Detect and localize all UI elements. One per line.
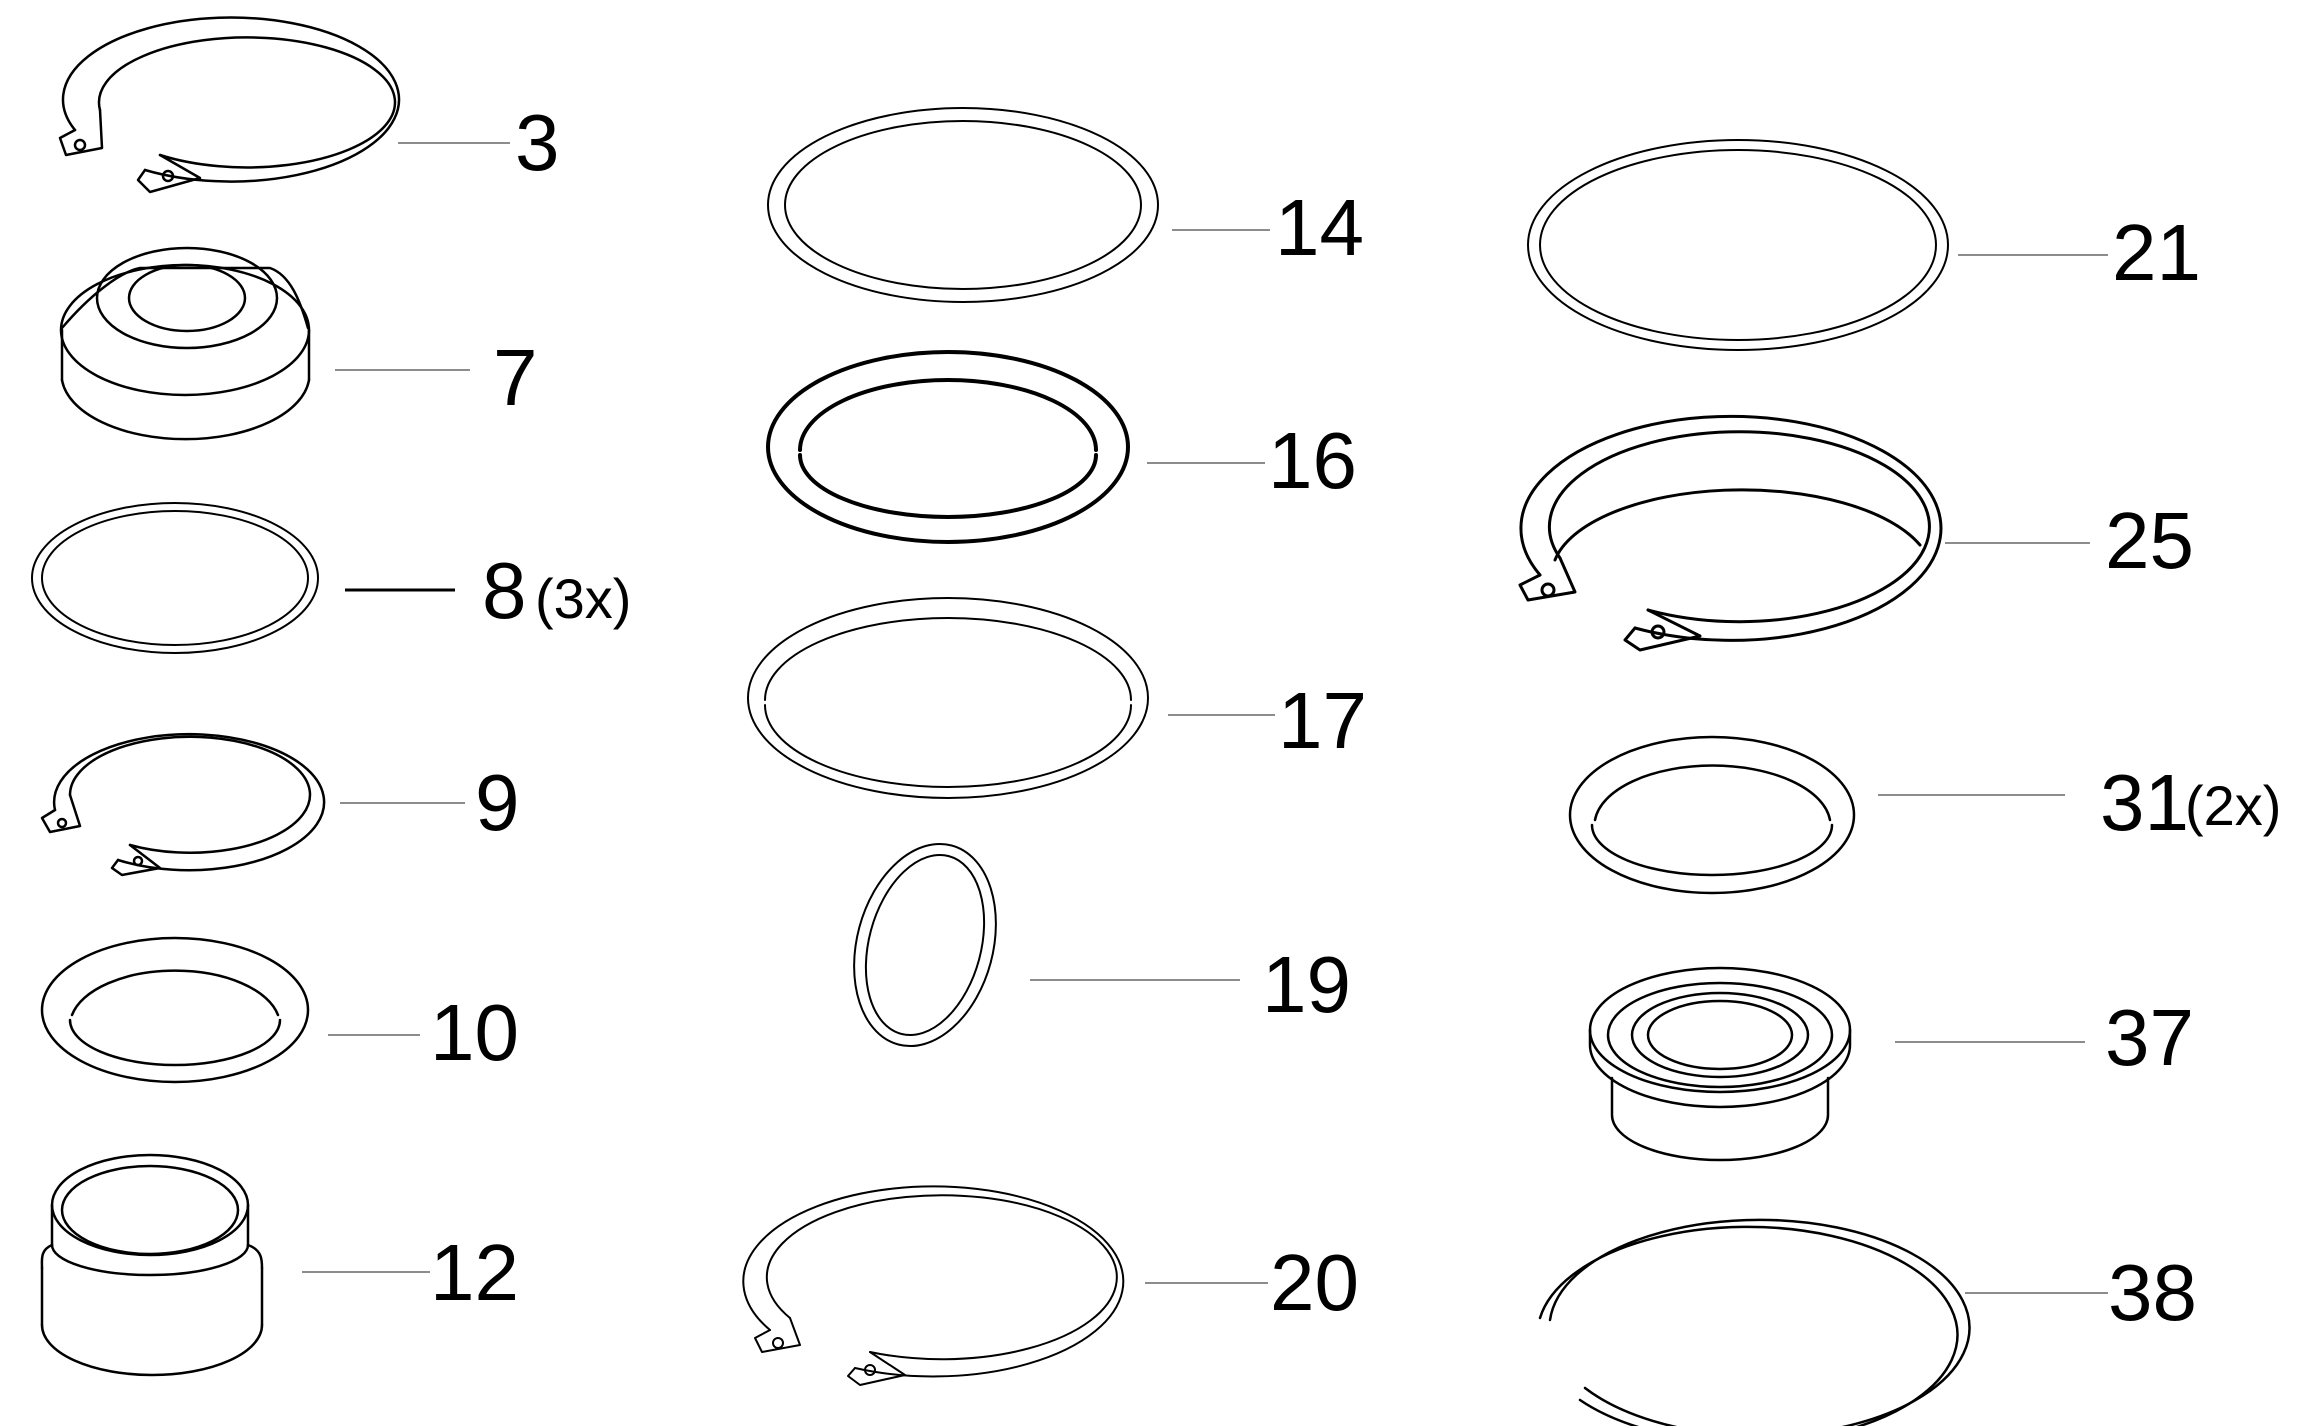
retaining-ring-part-25 (1518, 414, 1943, 652)
ring-part-14 (767, 107, 1159, 303)
part-label-7: 7 (493, 333, 538, 422)
part-label-19: 19 (1262, 940, 1351, 1029)
part-label-3: 3 (515, 98, 560, 187)
wire-ring-part-38 (1538, 1218, 1971, 1426)
part-labels: 3 7 8 (3x) 9 10 12 14 16 17 19 20 21 25 … (430, 98, 2281, 1337)
part-label-10: 10 (430, 988, 519, 1077)
leader-lines (302, 142, 2108, 1294)
ring-part-8 (31, 502, 319, 654)
thick-ring-part-16 (766, 350, 1130, 544)
part-label-31: 31 (2100, 758, 2189, 847)
part-label-8: 8 (482, 546, 527, 635)
part-label-9: 9 (475, 758, 520, 847)
washer-part-31 (1568, 735, 1856, 895)
part-label-37: 37 (2105, 993, 2194, 1082)
part-qty-31: (2x) (2185, 774, 2281, 837)
part-label-16: 16 (1268, 416, 1357, 505)
ring-part-17 (747, 597, 1149, 799)
part-label-20: 20 (1270, 1238, 1359, 1327)
part-qty-8: (3x) (535, 567, 631, 630)
part-label-12: 12 (430, 1228, 519, 1317)
cap-part-7 (59, 246, 311, 441)
washer-part-10 (40, 936, 310, 1084)
snap-ring-part-20 (742, 1185, 1125, 1386)
part-label-21: 21 (2112, 208, 2201, 297)
part-label-17: 17 (1278, 676, 1367, 765)
part-label-14: 14 (1275, 183, 1364, 272)
part-label-25: 25 (2105, 496, 2194, 585)
seal-part-37 (1588, 966, 1852, 1162)
bushing-part-12 (40, 1153, 264, 1377)
part-label-38: 38 (2108, 1248, 2197, 1337)
retaining-ring-part-3 (58, 16, 401, 194)
ring-part-21 (1527, 139, 1949, 351)
snap-ring-part-9 (40, 732, 326, 877)
ring-part-19 (853, 842, 997, 1048)
